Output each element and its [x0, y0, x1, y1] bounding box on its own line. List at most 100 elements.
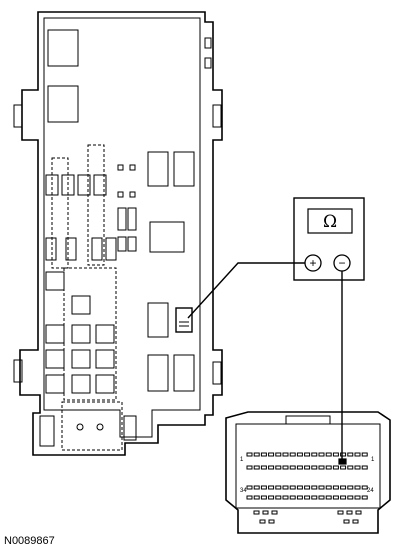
pin-cavity-top-b-11: [318, 465, 325, 470]
pin-number-right-top: 1: [371, 457, 375, 463]
relay-low-4: [71, 324, 91, 344]
relay-low-2: [71, 295, 91, 315]
junction-box: [13, 11, 223, 456]
pin-cavity-bottom-a-13: [332, 485, 339, 490]
relay-low-8: [95, 349, 115, 369]
pin-cavity-bottom-b-4: [268, 495, 275, 500]
pin-row-extra: [253, 510, 362, 524]
fuse-zone-1: [51, 157, 69, 269]
fuse-left-2: [61, 174, 75, 196]
figure-id: N0089867: [4, 535, 55, 547]
fuse-left-7: [91, 237, 103, 261]
pin-cavity-top-a-10: [311, 452, 318, 457]
fuse-mid-1: [117, 164, 124, 171]
pin-cavity-bottom-b-1: [246, 495, 253, 500]
pin-cavity-bottom-a-8: [296, 485, 303, 490]
fuse-left-8: [105, 237, 117, 261]
pin-cavity-extra-left-3: [271, 510, 278, 515]
pin-cavity-bottom-a-10: [311, 485, 318, 490]
pin-cavity-bottom-a-7: [289, 485, 296, 490]
harness-connector: 1 1 34 24: [225, 411, 391, 534]
pin-cavity-extra-left-low-2: [268, 519, 275, 524]
fuse-zone-2: [87, 144, 105, 266]
pin-cavity-top-a-6: [282, 452, 289, 457]
pin-cavity-top-a-5: [275, 452, 282, 457]
pin-cavity-top-b-6: [282, 465, 289, 470]
relay-right-5: [147, 354, 169, 392]
pin-cavity-bottom-b-8: [296, 495, 303, 500]
pin-cavity-extra-left-2: [262, 510, 269, 515]
pin-cavity-bottom-a-15: [347, 485, 354, 490]
pin-cavity-bottom-a-6: [282, 485, 289, 490]
pin-cavity-top-b-7: [289, 465, 296, 470]
pin-cavity-top-b-8: [296, 465, 303, 470]
pin-cavity-bottom-a-5: [275, 485, 282, 490]
fuse-left-6: [65, 237, 77, 261]
pin-cavity-top-b-13: [332, 465, 339, 470]
relay-low-6: [45, 349, 65, 369]
mount-slot-right-2: [204, 57, 212, 69]
bottom-clip-left: [39, 415, 55, 447]
pin-number-left-top: 1: [240, 457, 244, 463]
ohmmeter: Ω + −: [293, 197, 365, 281]
fuse-mid-2: [129, 164, 136, 171]
pin-cavity-top-a-1: [246, 452, 253, 457]
negative-terminal-label: −: [338, 256, 345, 270]
relay-low-3: [45, 324, 65, 344]
pin-cavity-bottom-a-2: [253, 485, 260, 490]
pin-cavity-top-b-9: [304, 465, 311, 470]
pin-cavity-top-b-12: [325, 465, 332, 470]
mount-tab-left-top: [13, 104, 23, 128]
positive-test-lead: [187, 262, 305, 319]
ohm-symbol: Ω: [323, 212, 337, 232]
pin-cavity-top-a-2: [253, 452, 260, 457]
connector-latch: [285, 415, 331, 425]
fuse-mid-6: [127, 207, 137, 231]
pin-cavity-extra-right-low-2: [352, 519, 359, 524]
mount-tab-right-top: [212, 104, 222, 128]
pin-cavity-bottom-b-14: [340, 495, 347, 500]
fuse-mid-5: [117, 207, 127, 231]
bottom-connector-pin-2: [96, 423, 104, 431]
junction-box-housing: [19, 11, 223, 456]
pin-cavity-bottom-b-12: [325, 495, 332, 500]
pin-cavity-top-b-17: [361, 465, 368, 470]
pin-row-top: [246, 452, 368, 470]
pin-cavity-extra-right-2: [346, 510, 353, 515]
pin-cavity-top-b-5: [275, 465, 282, 470]
pin-cavity-bottom-b-10: [311, 495, 318, 500]
relay-low-5: [95, 324, 115, 344]
pin-cavity-top-b-3: [260, 465, 267, 470]
junction-box-inner: [43, 17, 201, 438]
pin-cavity-top-b-15: [347, 465, 354, 470]
bottom-connector-bay: [61, 401, 123, 451]
pin-cavity-top-b-2: [253, 465, 260, 470]
pin-cavity-bottom-a-14: [340, 485, 347, 490]
ohmmeter-body: [293, 197, 365, 281]
pin-cavity-bottom-a-1: [246, 485, 253, 490]
relay-right-4: [147, 302, 169, 338]
pin-cavity-top-a-16: [354, 452, 361, 457]
relay-low-1: [45, 271, 65, 291]
pin-cavity-bottom-a-4: [268, 485, 275, 490]
pin-cavity-bottom-b-9: [304, 495, 311, 500]
fuse-left-3: [77, 174, 91, 196]
relay-low-11: [95, 374, 115, 394]
pin-cavity-top-a-8: [296, 452, 303, 457]
relay-top-1: [47, 29, 79, 67]
pin-cavity-bottom-b-17: [361, 495, 368, 500]
pin-cavity-bottom-b-6: [282, 495, 289, 500]
pin-cavity-bottom-a-3: [260, 485, 267, 490]
relay-right-1: [147, 151, 169, 187]
pin-cavity-top-b-10: [311, 465, 318, 470]
mount-tab-left-bottom: [13, 359, 23, 383]
test-leads: [187, 262, 343, 462]
bottom-clip-right: [123, 415, 137, 441]
pin-number-right-bottom: 24: [367, 488, 374, 494]
positive-terminal-label: +: [309, 256, 316, 270]
relay-top-2: [47, 85, 79, 123]
pin-cavity-bottom-b-16: [354, 495, 361, 500]
pin-cavity-top-a-13: [332, 452, 339, 457]
relay-low-9: [45, 374, 65, 394]
pin-cavity-bottom-b-5: [275, 495, 282, 500]
